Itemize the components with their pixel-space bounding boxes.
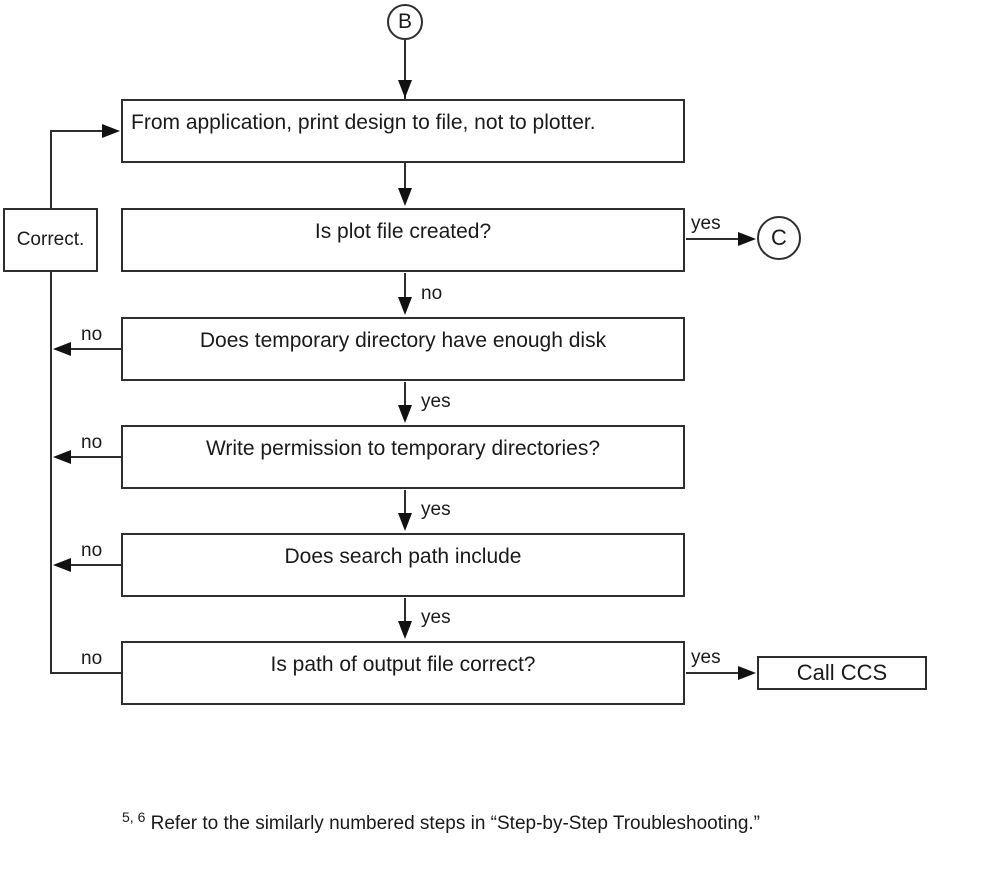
edge-outputpath-no-rail (50, 272, 121, 674)
edge-label-temp-disk-yes: yes (421, 391, 451, 412)
edge-label-write-permission-no: no (81, 432, 103, 453)
edge-correct-to-print (50, 130, 103, 208)
arrowhead-into-writeperm (398, 405, 412, 423)
arrowhead-into-callccs (738, 666, 756, 680)
arrowhead-into-searchpath (398, 513, 412, 531)
flow-box-output-path: Is path of output file correct? (121, 641, 685, 705)
arrowhead-into-outputpath (398, 621, 412, 639)
edge-label-plot-created-yes: yes (691, 213, 721, 234)
edge-label-output-path-yes: yes (691, 647, 721, 668)
start-connector-b-label: B (397, 10, 412, 33)
arrowhead-into-print-top (398, 188, 412, 206)
arrowhead-correct-to-print (102, 124, 120, 138)
flow-box-print-to-file: From application, print design to file, … (121, 99, 685, 163)
flow-box-output-path-label: Is path of output file correct? (270, 653, 536, 676)
flow-box-temp-dir-disk: Does temporary directory have enough dis… (121, 317, 685, 381)
arrowhead-tempdisk-no (53, 342, 71, 356)
edge-label-temp-disk-no: no (81, 324, 103, 345)
flow-box-temp-dir-disk-label: Does temporary directory have enough dis… (199, 329, 607, 352)
arrowhead-into-tempdisk (398, 297, 412, 315)
flow-box-print-to-file-label: From application, print design to file, … (131, 111, 596, 134)
flow-box-search-path-label: Does search path include (284, 545, 522, 568)
edge-label-output-path-no: no (81, 648, 103, 669)
call-ccs-box-label: Call CCS (796, 660, 888, 685)
arrowhead-writeperm-no (53, 450, 71, 464)
arrowhead-into-print-b (398, 80, 412, 98)
arrowhead-searchpath-no (53, 558, 71, 572)
edge-label-plot-created-no: no (421, 283, 443, 304)
edge-label-search-path-no: no (81, 540, 103, 561)
call-ccs-box: Call CCS (757, 656, 927, 690)
edge-label-search-path-yes: yes (421, 607, 451, 628)
edge-label-write-permission-yes: yes (421, 499, 451, 520)
footnote-superscript: 5, 6 (122, 809, 146, 825)
correct-box: Correct. (3, 208, 98, 272)
flow-box-search-path: Does search path include (121, 533, 685, 597)
footnote-text: Refer to the similarly numbered steps in… (150, 813, 760, 834)
exit-connector-c-label: C (771, 225, 787, 250)
flow-box-plot-file-created-label: Is plot file created? (314, 220, 492, 243)
flow-box-write-permission: Write permission to temporary directorie… (121, 425, 685, 489)
correct-box-label: Correct. (16, 229, 85, 250)
flow-box-write-permission-label: Write permission to temporary directorie… (205, 437, 601, 460)
start-connector-b: B (387, 4, 423, 40)
footnote: 5, 6 Refer to the similarly numbered ste… (122, 809, 760, 836)
flow-box-plot-file-created: Is plot file created? (121, 208, 685, 272)
arrowhead-into-c (738, 232, 756, 246)
exit-connector-c: C (757, 216, 801, 260)
